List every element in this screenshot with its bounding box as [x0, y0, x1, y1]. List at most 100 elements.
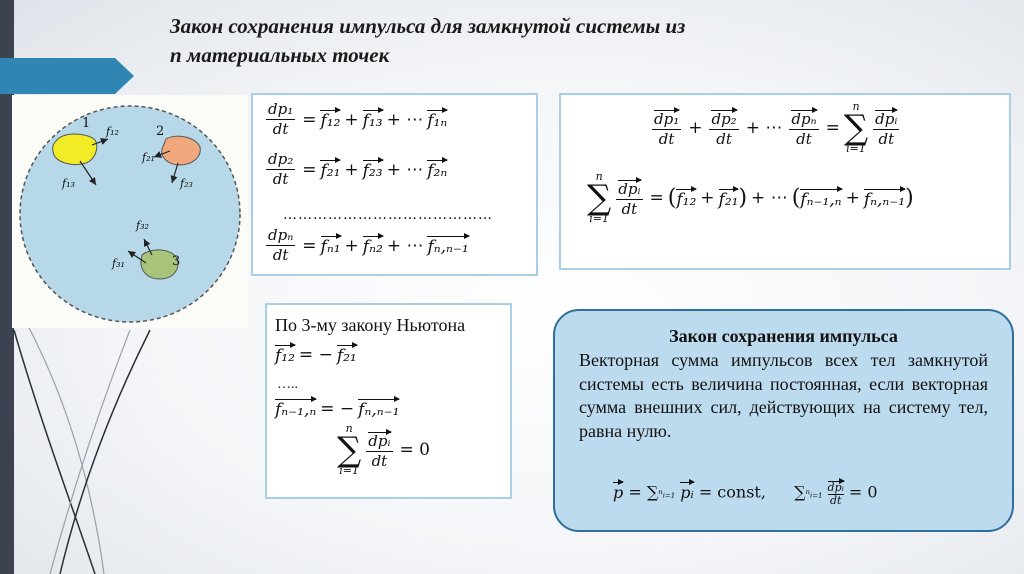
eq2-l2-c: fₙ₋₁,ₙ — [800, 185, 843, 210]
system-diagram: 1 2 3 f₁₂ f₁₃ f₂₁ f₂₃ f₃₂ f₃₁ — [12, 95, 248, 328]
eq1-r2-den: dt — [272, 170, 289, 188]
eq1-r2-t3: f₂ₙ — [427, 157, 449, 181]
eq2-l2-rp: ) — [738, 185, 748, 211]
left-dark-bar — [0, 0, 14, 574]
newton-den: dt — [371, 452, 388, 470]
eq1-r1-eq: = — [302, 109, 317, 130]
eq1-r2-plus2: + ⋯ — [386, 159, 424, 180]
label-f12: f₁₂ — [105, 125, 119, 138]
newton-row-1: f₁₂= −f₂₁ — [275, 342, 358, 366]
eq2-l1-dots: + ⋯ — [745, 118, 783, 138]
label-body-2: 2 — [156, 124, 164, 139]
system-boundary-circle — [19, 105, 241, 323]
law-pi: pᵢ — [680, 478, 696, 502]
eq1-r1-t1: f₁₂ — [320, 107, 342, 131]
eq1-r2-num: dp₂ — [268, 150, 294, 168]
eq1-r2-eq: = — [302, 159, 317, 180]
eq1-r3-num: dpₙ — [268, 226, 294, 244]
eq2-l2-sum-bot: i=1 — [589, 212, 609, 225]
eq2-l2-ni: dpᵢ — [618, 177, 642, 198]
law-f2-num: dpᵢ — [827, 478, 846, 494]
eq2-l2-d: fₙ,ₙ₋₁ — [863, 185, 907, 210]
newton-num: dpᵢ — [368, 429, 392, 450]
law-sum2: ∑ — [794, 482, 806, 502]
label-body-1: 1 — [82, 116, 90, 131]
eq1-r3-t2: fₙ₂ — [362, 233, 384, 257]
eq2-l1-sum-top: n — [852, 100, 860, 113]
newton-tail: = 0 — [399, 440, 430, 460]
arrow-f21 — [153, 150, 171, 158]
arrow-f23 — [170, 162, 179, 184]
eq2-l1-plus: + — [688, 118, 703, 138]
eq1-r1-num: dp₁ — [268, 100, 294, 118]
eq2-l1-n3: dpₙ — [791, 107, 818, 128]
label-body-3: 3 — [172, 254, 180, 269]
eq2-l2-lp: ( — [667, 185, 677, 211]
eq1-r3-t1: fₙ₁ — [320, 233, 342, 257]
eq2-l2-rp2: ) — [905, 185, 914, 211]
slide-title: Закон сохранения импульса для замкнутой … — [170, 12, 850, 70]
eq1-dots: …………………………………… — [283, 207, 493, 223]
eq1-r1-den: dt — [272, 120, 289, 138]
law-p: p — [613, 478, 625, 502]
arrow-f31 — [127, 250, 147, 264]
newton-r2-left: fₙ₋₁,ₙ — [275, 396, 318, 420]
eq2-l1-den2: dt — [716, 130, 732, 148]
eq2-l1-ni: dpᵢ — [875, 107, 899, 128]
eq2-l2-eq: = — [649, 188, 664, 208]
newton-sum-bot: i=1 — [339, 464, 359, 477]
law-f2-tail: = 0 — [848, 482, 878, 502]
eq2-l2-sum-top: n — [595, 170, 603, 183]
newton-r2-eq: = − — [320, 398, 355, 419]
eq1-r1-plus1: + — [344, 109, 359, 130]
law-const: = const, — [698, 482, 766, 502]
arrow-f12 — [91, 138, 109, 146]
eq2-l1-eq: = — [825, 118, 840, 138]
body-1-shape — [52, 133, 98, 166]
eq2-l1-den3: dt — [796, 130, 812, 148]
eq2-l2-a: f₁₂ — [676, 185, 698, 210]
eq1-r1-t3: f₁ₙ — [427, 107, 449, 131]
arrow-f13 — [79, 160, 97, 186]
title-line-2: n материальных точек — [170, 43, 390, 67]
label-f21: f₂₁ — [141, 151, 155, 164]
label-f31: f₃₁ — [111, 257, 125, 270]
eq1-r1-t2: f₁₃ — [362, 107, 384, 131]
newton-row-2: fₙ₋₁,ₙ= −fₙ,ₙ₋₁ — [275, 396, 401, 420]
body-2-shape — [161, 135, 201, 166]
eq2-l2-plus1: + — [700, 188, 715, 208]
newton-dots: ….. — [277, 377, 298, 392]
law-eq-sum: = ∑ — [628, 482, 659, 502]
law-f2-den: dt — [829, 494, 842, 507]
newton-r1-left: f₁₂ — [275, 342, 296, 366]
law-lim: ⁿᵢ₌₁ — [658, 487, 676, 501]
eq1-r2-t2: f₂₃ — [362, 157, 384, 181]
label-f32: f₃₂ — [135, 219, 149, 232]
decorative-lines — [13, 299, 151, 574]
eq2-l2-den: dt — [621, 200, 638, 218]
eq1-r2-plus1: + — [344, 159, 359, 180]
arrow-f32 — [143, 238, 153, 256]
eq2-l2-lp2: ( — [791, 185, 801, 211]
eq1-r3-plus1: + — [344, 235, 359, 256]
eq1-r3-den: dt — [272, 246, 289, 264]
newton-r2-right: fₙ,ₙ₋₁ — [358, 396, 401, 420]
body-3-shape — [140, 249, 179, 280]
eq1-r3-t3: fₙ,ₙ₋₁ — [427, 233, 470, 257]
newton-r1-right: f₂₁ — [336, 342, 358, 366]
title-line-1: Закон сохранения импульса для замкнутой … — [170, 14, 686, 38]
eq2-l2-plus2: + — [845, 188, 860, 208]
newton-r1-eq: = − — [298, 344, 333, 365]
accent-tab — [0, 58, 134, 94]
eq2-l1-n1: dp₁ — [654, 107, 681, 128]
law-lim2: ⁿᵢ₌₁ — [805, 487, 823, 501]
newton-sum-top: n — [345, 422, 353, 435]
eq2-l1-den4: dt — [878, 130, 895, 148]
eq2-l1-den1: dt — [658, 130, 675, 148]
label-f13: f₁₃ — [61, 177, 75, 190]
